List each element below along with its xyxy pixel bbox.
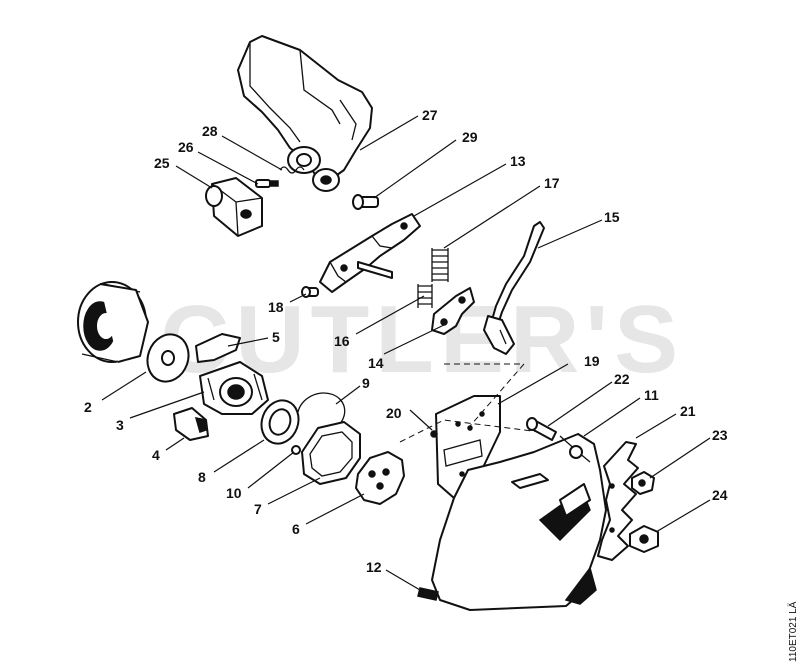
callout-18: 18 — [268, 299, 284, 315]
callout-27: 27 — [422, 107, 438, 123]
part-18-screw — [301, 286, 319, 298]
callout-8: 8 — [198, 469, 206, 485]
callout-13: 13 — [510, 153, 526, 169]
callout-3: 3 — [116, 417, 124, 433]
part-6-sprocket — [355, 451, 405, 505]
part-21-bumper-spike — [597, 441, 639, 561]
part-12-pin — [417, 587, 439, 601]
callout-5: 5 — [272, 329, 280, 345]
part-29-pin — [352, 194, 379, 210]
callout-16: 16 — [334, 333, 350, 349]
callout-10: 10 — [226, 485, 242, 501]
part-14-brake-lever — [431, 287, 475, 335]
part-28-spring — [279, 166, 305, 174]
callout-7: 7 — [254, 501, 262, 517]
callout-26: 26 — [178, 139, 194, 155]
part-11-sprocket-cover — [431, 433, 607, 611]
callout-20: 20 — [386, 405, 402, 421]
callout-11: 11 — [644, 387, 659, 403]
callout-labels: 27 28 26 25 29 13 17 15 18 16 14 5 19 20… — [84, 107, 728, 575]
callout-19: 19 — [584, 353, 600, 369]
part-26-screw — [255, 179, 279, 188]
callout-14: 14 — [368, 355, 384, 371]
callout-23: 23 — [712, 427, 728, 443]
callout-22: 22 — [614, 371, 630, 387]
part-24-nut — [629, 525, 659, 553]
callout-17: 17 — [544, 175, 560, 191]
leader-lines — [101, 115, 711, 591]
part-22-stud — [526, 417, 557, 441]
callout-2: 2 — [84, 399, 92, 415]
part-2-clutch-drum — [77, 281, 149, 363]
callout-15: 15 — [604, 209, 620, 225]
part-27-hand-guard — [237, 35, 373, 192]
part-3-washer — [146, 333, 190, 383]
part-23-nut — [631, 471, 655, 495]
callout-28: 28 — [202, 123, 218, 139]
callout-4: 4 — [152, 447, 160, 463]
part-8-clutch-spring — [260, 399, 300, 445]
callout-25: 25 — [154, 155, 170, 171]
part-15-brake-rod — [483, 221, 545, 355]
callout-29: 29 — [462, 129, 478, 145]
callout-12: 12 — [366, 559, 382, 575]
assembly-reference-lines — [399, 363, 541, 443]
part-25-bushing-block — [205, 177, 263, 237]
part-20-pin — [430, 430, 438, 438]
part-16-spring — [417, 284, 433, 308]
drawing-code: 110ET021 LÄ — [787, 601, 799, 662]
part-9-circlip — [297, 392, 346, 427]
part-4-clutch-shoe — [173, 407, 209, 441]
callout-24: 24 — [712, 487, 728, 503]
callout-9: 9 — [362, 375, 370, 391]
callout-6: 6 — [292, 521, 300, 537]
part-19-tensioner-plate — [435, 395, 501, 499]
part-7-cover-plate — [301, 421, 361, 485]
part-17-spring — [431, 248, 449, 282]
part-5-clutch-assembly — [195, 333, 269, 415]
callout-21: 21 — [680, 403, 696, 419]
part-13-brake-bracket — [319, 213, 421, 293]
